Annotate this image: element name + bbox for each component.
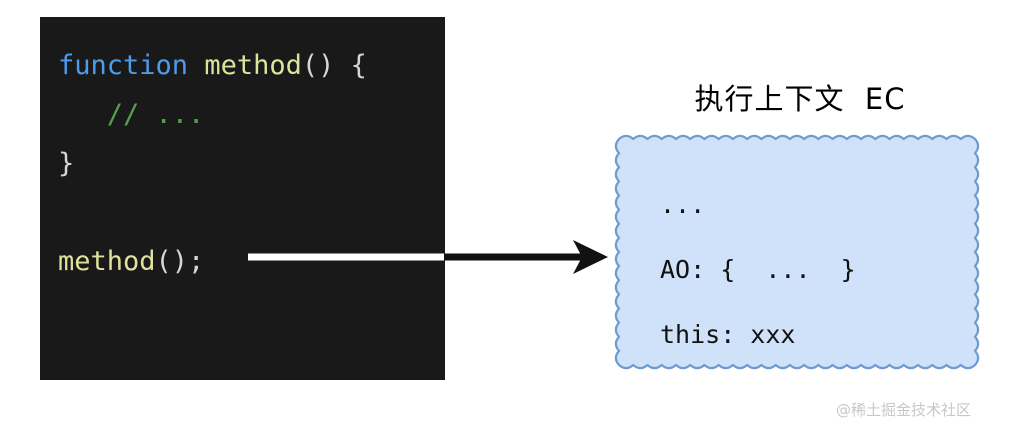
cloud-shape [614, 134, 980, 370]
code-line-blank [40, 188, 445, 237]
token-comment: // ... [58, 99, 205, 130]
token-call-punctuation: (); [155, 246, 205, 277]
token-punctuation-open: () { [301, 50, 367, 81]
execution-context-content: ... AO: { ... } this: xxx [612, 132, 982, 372]
code-line-comment: // ... [40, 90, 445, 139]
execution-context-box: ... AO: { ... } this: xxx [612, 132, 982, 372]
token-keyword-function: function [58, 50, 205, 81]
ec-line-ellipsis: ... [660, 190, 706, 219]
code-block: function method() { // ... } method(); [40, 17, 445, 380]
token-call-name: method [58, 246, 156, 277]
code-line-method-call: method(); [40, 237, 445, 286]
ec-line-ao: AO: { ... } [660, 255, 856, 284]
token-function-name: method [204, 50, 302, 81]
code-line-function-decl: function method() { [40, 41, 445, 90]
page-title: 执行上下文 EC [694, 82, 906, 116]
token-punctuation-close-brace: } [58, 148, 75, 179]
arrow-head-icon [573, 240, 608, 274]
ec-line-this: this: xxx [660, 320, 796, 349]
code-line-close-brace: } [40, 139, 445, 188]
cloud-outline [614, 134, 980, 370]
token-blank [58, 197, 74, 228]
watermark: @稀土掘金技术社区 [836, 401, 972, 419]
